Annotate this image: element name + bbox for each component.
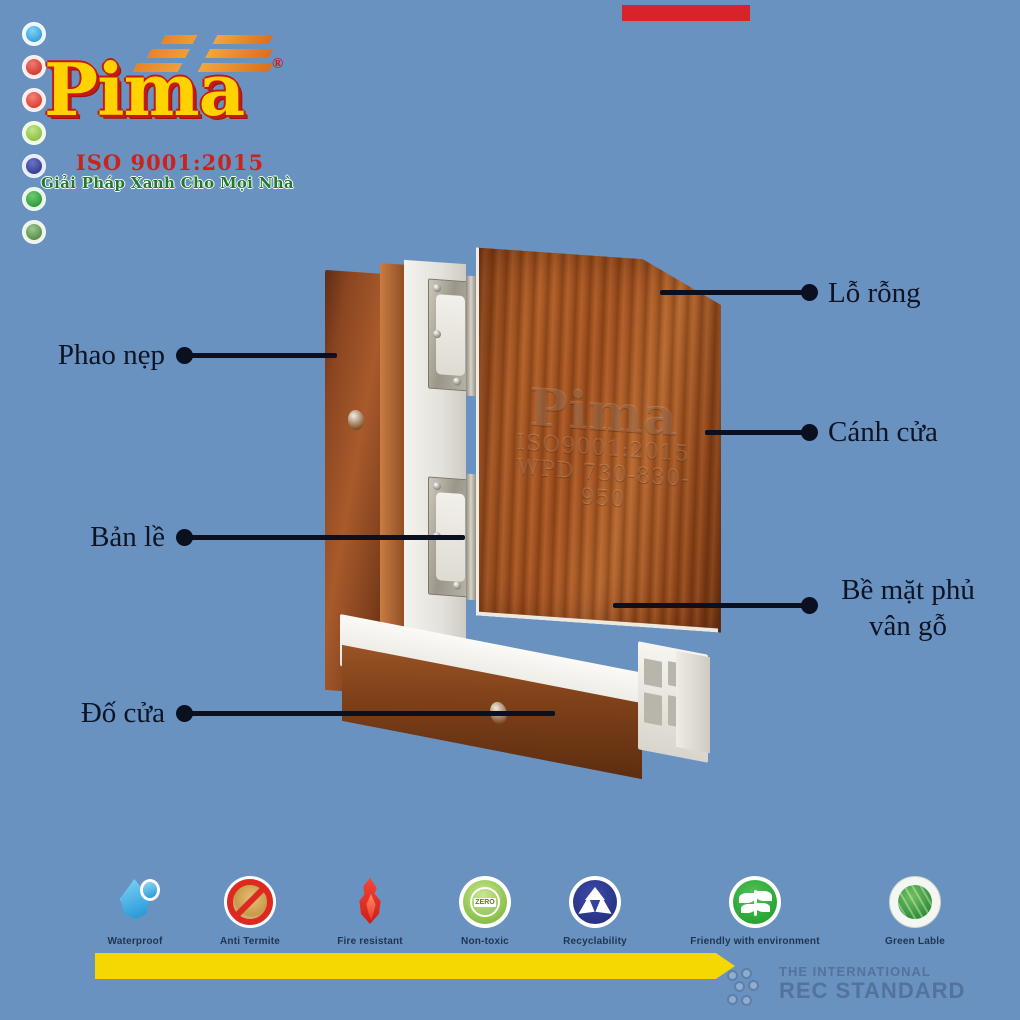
feature-label: Green Lable xyxy=(885,936,945,947)
callout-label-be-mat-phu: Bề mặt phủ vân gỗ xyxy=(841,574,975,642)
red-bar xyxy=(622,5,750,21)
water-drop-icon xyxy=(109,876,161,928)
feature-label: Non-toxic xyxy=(461,936,509,947)
fire-resistant-badge-icon xyxy=(22,88,46,112)
callout-dot-lo-rong xyxy=(801,284,818,301)
hinge-upper xyxy=(428,278,470,392)
feature-recyclability: Recyclability xyxy=(530,876,660,947)
recyclability-badge-icon xyxy=(22,154,46,178)
anti-termite-badge-icon xyxy=(22,55,46,79)
non-toxic-badge-icon xyxy=(22,121,46,145)
profile-side-face xyxy=(676,650,710,754)
rec-line-2: REC STANDARD xyxy=(779,978,966,1003)
no-termite-icon xyxy=(224,876,276,928)
door-cutaway-illustration: Pima ISO9001:2015 WPD 730-830-950 xyxy=(320,250,730,780)
leaf-plant-icon xyxy=(729,876,781,928)
callout-dot-phao-nep xyxy=(176,347,193,364)
callout-line-ban-le xyxy=(185,535,465,540)
brand-slogan: Giải Pháp Xanh Cho Mọi Nhà xyxy=(41,174,294,192)
feature-anti-termite: Anti Termite xyxy=(185,876,315,947)
brand-name: Pima xyxy=(44,47,245,132)
callout-label-phao-nep: Phao nẹp xyxy=(57,339,165,371)
feature-label: Waterproof xyxy=(107,936,163,947)
feature-non-toxic: ZERO Non-toxic xyxy=(420,876,550,947)
rec-line-1: THE INTERNATIONAL xyxy=(779,964,931,979)
feature-green-label: Green Lable xyxy=(850,876,980,947)
feature-icon-strip: Waterproof Anti Termite Fire resistant Z… xyxy=(0,868,1020,958)
callout-line-be-mat-phu xyxy=(613,603,810,608)
callout-label-lo-rong: Lỗ rỗng xyxy=(828,277,921,309)
friendly-environment-badge-icon xyxy=(22,187,46,211)
feature-label: Friendly with environment xyxy=(690,936,820,947)
feature-label: Anti Termite xyxy=(220,936,280,947)
callout-line-do-cua xyxy=(185,711,555,716)
callout-dot-do-cua xyxy=(176,705,193,722)
callout-dot-ban-le xyxy=(176,529,193,546)
feature-fire-resistant: Fire resistant xyxy=(305,876,435,947)
feature-waterproof: Waterproof xyxy=(70,876,200,947)
rec-dots-icon xyxy=(725,968,771,1010)
certification-badge-column xyxy=(22,22,50,248)
registered-trademark-icon: ® xyxy=(272,56,284,72)
frame-hollow-hole xyxy=(348,409,364,431)
callout-line-canh-cua xyxy=(705,430,810,435)
recycle-icon xyxy=(569,876,621,928)
callout-dot-canh-cua xyxy=(801,424,818,441)
green-label-badge-icon xyxy=(22,220,46,244)
rec-standard-text: THE INTERNATIONAL REC STANDARD xyxy=(779,964,965,1003)
callout-line-lo-rong xyxy=(660,290,810,295)
footer-accent-bar xyxy=(95,953,755,983)
callout-dot-be-mat-phu xyxy=(801,597,818,614)
yellow-arrow-bar xyxy=(95,953,735,979)
rec-standard-logo: THE INTERNATIONAL REC STANDARD xyxy=(725,962,985,1016)
product-watermark: Pima ISO9001:2015 WPD 730-830-950 xyxy=(498,377,708,519)
callout-line-phao-nep xyxy=(185,353,337,358)
feature-friendly-environment: Friendly with environment xyxy=(665,876,845,947)
waterproof-badge-icon xyxy=(22,22,46,46)
non-toxic-icon: ZERO xyxy=(459,876,511,928)
callout-label-do-cua: Đố cửa xyxy=(80,697,165,729)
callout-label-ban-le: Bản lề xyxy=(90,521,165,553)
brand-iso-text: ISO 9001:2015 xyxy=(75,150,265,175)
brand-logo: Pima ® ISO 9001:2015 Giải Pháp Xanh Cho … xyxy=(40,10,300,200)
feature-label: Fire resistant xyxy=(337,936,403,947)
green-globe-icon xyxy=(889,876,941,928)
flame-icon xyxy=(344,876,396,928)
feature-label: Recyclability xyxy=(563,936,627,947)
callout-label-canh-cua: Cánh cửa xyxy=(828,416,938,448)
